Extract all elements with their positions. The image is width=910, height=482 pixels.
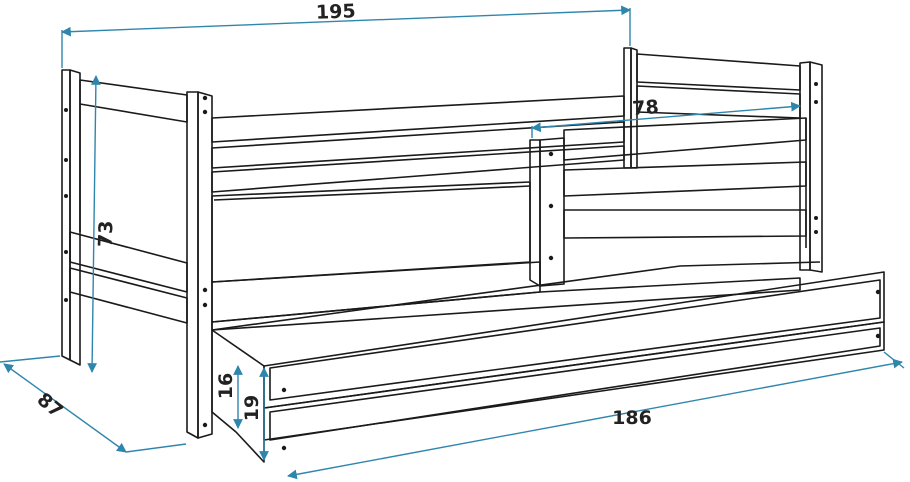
label-depth: 87	[33, 388, 67, 422]
label-drawer-length: 186	[612, 407, 652, 429]
right-headboard	[623, 47, 823, 273]
label-drawer-height: 19	[241, 395, 263, 421]
left-headboard	[61, 69, 213, 439]
screws	[64, 82, 881, 451]
guard-rail	[529, 117, 807, 287]
label-head-height: 73	[95, 220, 118, 247]
bed-outline	[61, 47, 885, 463]
back-rails	[211, 95, 625, 283]
label-length-total: 195	[316, 0, 356, 23]
dimension-lines	[0, 5, 905, 480]
label-drawer-inner-height: 16	[215, 373, 237, 399]
front-frame	[211, 261, 801, 331]
dimension-labels: 195 78 73 87 186 16 19	[33, 0, 660, 429]
label-rail-width: 78	[632, 96, 660, 120]
